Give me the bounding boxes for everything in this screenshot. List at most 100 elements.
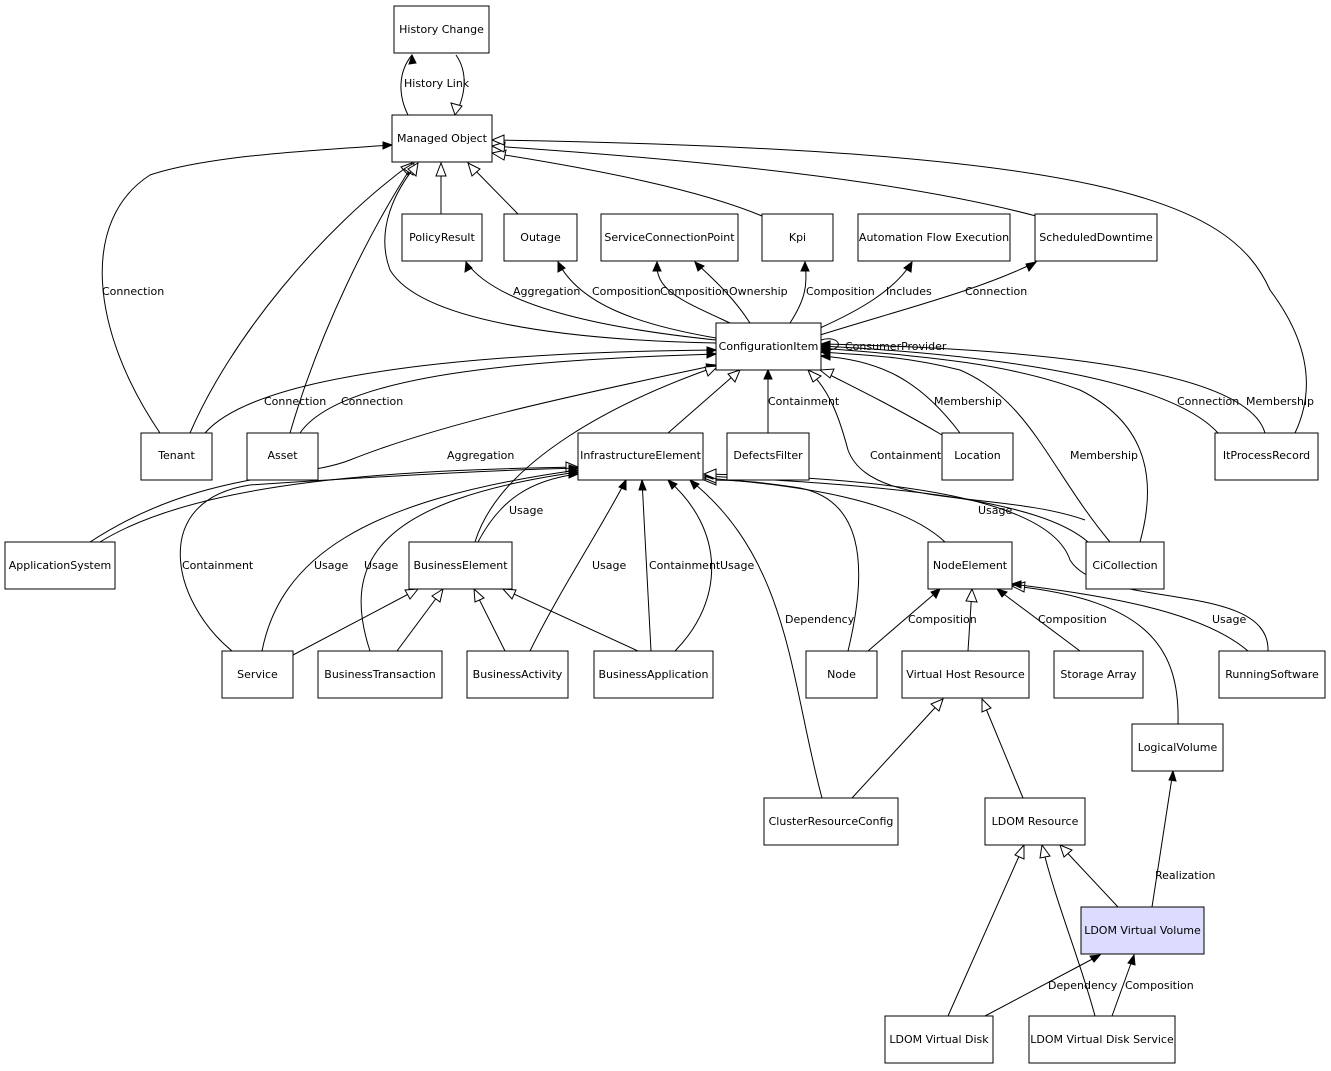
edge-businesselement-ci: [474, 365, 720, 543]
node-business-element[interactable]: BusinessElement: [408, 541, 513, 590]
node-it-process-record-label: ItProcessRecord: [1223, 449, 1310, 462]
edge-businessapplication-businesselement: [501, 588, 639, 652]
label-connection: Connection: [264, 395, 326, 408]
node-business-application[interactable]: BusinessApplication: [593, 650, 714, 699]
node-tenant[interactable]: Tenant: [140, 432, 213, 481]
edge-itprocessrecord-ci: [819, 340, 1266, 434]
edge-service-businesselement: [292, 588, 420, 656]
edge-kpi-managedobject: [490, 149, 763, 217]
edge-businessapplication-infra-usage: [667, 479, 713, 652]
node-configuration-item[interactable]: ConfigurationItem: [715, 322, 822, 371]
node-ldom-virtual-volume[interactable]: LDOM Virtual Volume: [1080, 906, 1205, 955]
edge-tenant-ci-connection: [204, 346, 718, 434]
label-includes: Includes: [886, 285, 932, 298]
label-connection: Connection: [1177, 395, 1239, 408]
node-policy-result[interactable]: PolicyResult: [401, 213, 483, 262]
node-node-element[interactable]: NodeElement: [927, 541, 1013, 590]
node-configuration-item-label: ConfigurationItem: [719, 340, 819, 353]
label-membership: Membership: [1070, 449, 1138, 462]
label-usage: Usage: [592, 559, 627, 572]
label-usage: Usage: [978, 504, 1013, 517]
label-usage: Usage: [314, 559, 349, 572]
label-membership: Membership: [934, 395, 1002, 408]
node-storage-array[interactable]: Storage Array: [1053, 650, 1144, 699]
node-ldom-virtual-disk-service[interactable]: LDOM Virtual Disk Service: [1028, 1015, 1176, 1064]
edge-ldomdiskservice-ldomresource: [1039, 843, 1096, 1017]
label-composition: Composition: [660, 285, 729, 298]
edge-businessactivity-infra-usage: [529, 478, 627, 652]
node-node-element-label: NodeElement: [933, 559, 1008, 572]
node-ci-collection[interactable]: CiCollection: [1085, 541, 1165, 590]
edge-ci-scp-ownership: [694, 261, 751, 324]
node-business-application-label: BusinessApplication: [599, 668, 709, 681]
edge-ldomresource-virtualhost: [981, 697, 1024, 799]
edge-ci-scheduleddowntime-connection: [819, 261, 1038, 336]
node-defects-filter-label: DefectsFilter: [733, 449, 803, 462]
node-service[interactable]: Service: [221, 650, 294, 699]
node-automation-flow-execution-label: Automation Flow Execution: [859, 231, 1009, 244]
edge-history-link: [400, 53, 465, 117]
node-defects-filter[interactable]: DefectsFilter: [726, 432, 810, 481]
edge-ci-outage-composition: [557, 260, 717, 339]
edge-node-nodeelement-composition: [867, 588, 941, 652]
edge-storagearray-nodeelement-composition: [995, 588, 1081, 652]
edge-ldomvirtualdisk-ldomresource: [947, 843, 1025, 1017]
node-managed-object-label: Managed Object: [397, 132, 488, 145]
edge-policyresult-managedobject: [435, 161, 447, 214]
node-running-software-label: RunningSoftware: [1225, 668, 1319, 681]
node-cluster-resource-config-label: ClusterResourceConfig: [769, 815, 894, 828]
edge-scheduleddowntime-managedobject: [490, 141, 1037, 217]
node-application-system-label: ApplicationSystem: [9, 559, 111, 572]
label-containment: Containment: [182, 559, 254, 572]
node-location[interactable]: Location: [941, 432, 1014, 481]
label-usage: Usage: [1212, 613, 1247, 626]
node-history-change[interactable]: History Change: [393, 5, 490, 54]
node-service-connection-point-label: ServiceConnectionPoint: [604, 231, 735, 244]
node-it-process-record[interactable]: ItProcessRecord: [1214, 432, 1319, 481]
edge-businessactivity-businesselement: [473, 587, 506, 652]
edge-ldomvirtualvolume-ldomresource: [1059, 844, 1119, 908]
node-managed-object[interactable]: Managed Object: [391, 114, 493, 163]
label-usage: Usage: [364, 559, 399, 572]
edge-service-infra-containment: [179, 464, 580, 652]
node-scheduled-downtime[interactable]: ScheduledDowntime: [1034, 213, 1158, 262]
node-running-software[interactable]: RunningSoftware: [1218, 650, 1326, 699]
node-ldom-virtual-disk[interactable]: LDOM Virtual Disk: [884, 1015, 994, 1064]
label-connection: Connection: [965, 285, 1027, 298]
edge-businesselement-infra-usage: [477, 471, 580, 543]
node-logical-volume[interactable]: LogicalVolume: [1131, 723, 1224, 772]
node-node[interactable]: Node: [805, 650, 878, 699]
node-asset[interactable]: Asset: [246, 432, 319, 481]
node-infrastructure-element[interactable]: InfrastructureElement: [577, 432, 704, 481]
node-cluster-resource-config[interactable]: ClusterResourceConfig: [763, 797, 899, 846]
edge-runningsoftware-infra: [702, 468, 1269, 652]
node-virtual-host-resource-label: Virtual Host Resource: [906, 668, 1025, 681]
node-service-connection-point[interactable]: ServiceConnectionPoint: [600, 213, 739, 262]
label-ownership: Ownership: [729, 285, 788, 298]
node-kpi[interactable]: Kpi: [761, 213, 834, 262]
edge-asset-managedobject: [289, 162, 415, 434]
label-connection: Connection: [102, 285, 164, 298]
node-outage-label: Outage: [520, 231, 561, 244]
node-business-activity[interactable]: BusinessActivity: [466, 650, 569, 699]
edge-ci-automation-includes: [819, 260, 913, 329]
node-business-transaction[interactable]: BusinessTransaction: [317, 650, 443, 699]
label-composition: Composition: [806, 285, 875, 298]
label-composition: Composition: [1038, 613, 1107, 626]
node-virtual-host-resource[interactable]: Virtual Host Resource: [901, 650, 1030, 699]
node-storage-array-label: Storage Array: [1060, 668, 1137, 681]
node-application-system[interactable]: ApplicationSystem: [4, 541, 116, 590]
edge-labels: History Link Connection Aggregation Comp…: [102, 77, 1314, 992]
label-dependency: Dependency: [1048, 979, 1118, 992]
edge-runningsoftware-nodeelement-usage: [1010, 580, 1249, 652]
edge-ci-kpi-composition: [789, 260, 810, 324]
node-location-label: Location: [954, 449, 1001, 462]
label-membership: Membership: [1246, 395, 1314, 408]
label-connection: Connection: [341, 395, 403, 408]
node-outage[interactable]: Outage: [503, 213, 578, 262]
label-containment: Containment: [870, 449, 942, 462]
label-consumer-provider: ConsumerProvider: [845, 340, 947, 353]
edge-ldomvirtualdisk-volume-dependency: [984, 954, 1102, 1017]
node-automation-flow-execution[interactable]: Automation Flow Execution: [857, 213, 1011, 262]
node-ldom-resource[interactable]: LDOM Resource: [984, 797, 1086, 846]
